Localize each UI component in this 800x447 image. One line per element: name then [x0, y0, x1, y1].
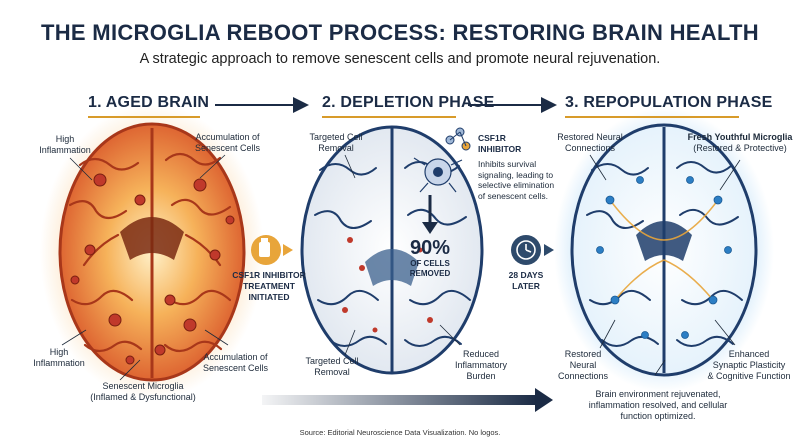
senescent-cell-icon	[413, 157, 463, 193]
phase-title-depletion: 2. DEPLETION PHASE	[322, 94, 495, 111]
label-senescent-microglia: Senescent Microglia(Inflamed & Dysfuncti…	[90, 381, 196, 402]
depletion-pointers	[344, 154, 461, 356]
treatment-arrow	[251, 235, 293, 265]
repopulated-brain-illustration	[554, 108, 774, 392]
inhibitor-molecule	[445, 127, 471, 151]
label-fresh-microglia: Fresh Youthful Microglia(Restored & Prot…	[687, 132, 793, 153]
label-outcome: Brain environment rejuvenated,inflammati…	[588, 389, 728, 421]
phase-underline	[88, 116, 200, 118]
phase-underline	[322, 116, 456, 118]
stat-percent-removed: 90%	[409, 237, 451, 259]
phase-underline	[565, 116, 739, 118]
repop-pointers	[589, 154, 741, 376]
source-note: Source: Editorial Neuroscience Data Visu…	[299, 428, 501, 437]
phase-title-aged: 1. AGED BRAIN	[88, 94, 210, 111]
aged-pointers	[61, 154, 229, 381]
phase-title-repopulation: 3. REPOPULATION PHASE	[565, 94, 773, 111]
page-title: THE MICROGLIA REBOOT PROCESS: RESTORING …	[41, 20, 759, 45]
timeline-arrow	[262, 388, 553, 412]
page-subtitle: A strategic approach to remove senescent…	[139, 51, 661, 67]
clock-icon	[511, 235, 554, 265]
depleted-brain-illustration	[300, 125, 484, 375]
aged-brain-illustration	[40, 104, 264, 400]
